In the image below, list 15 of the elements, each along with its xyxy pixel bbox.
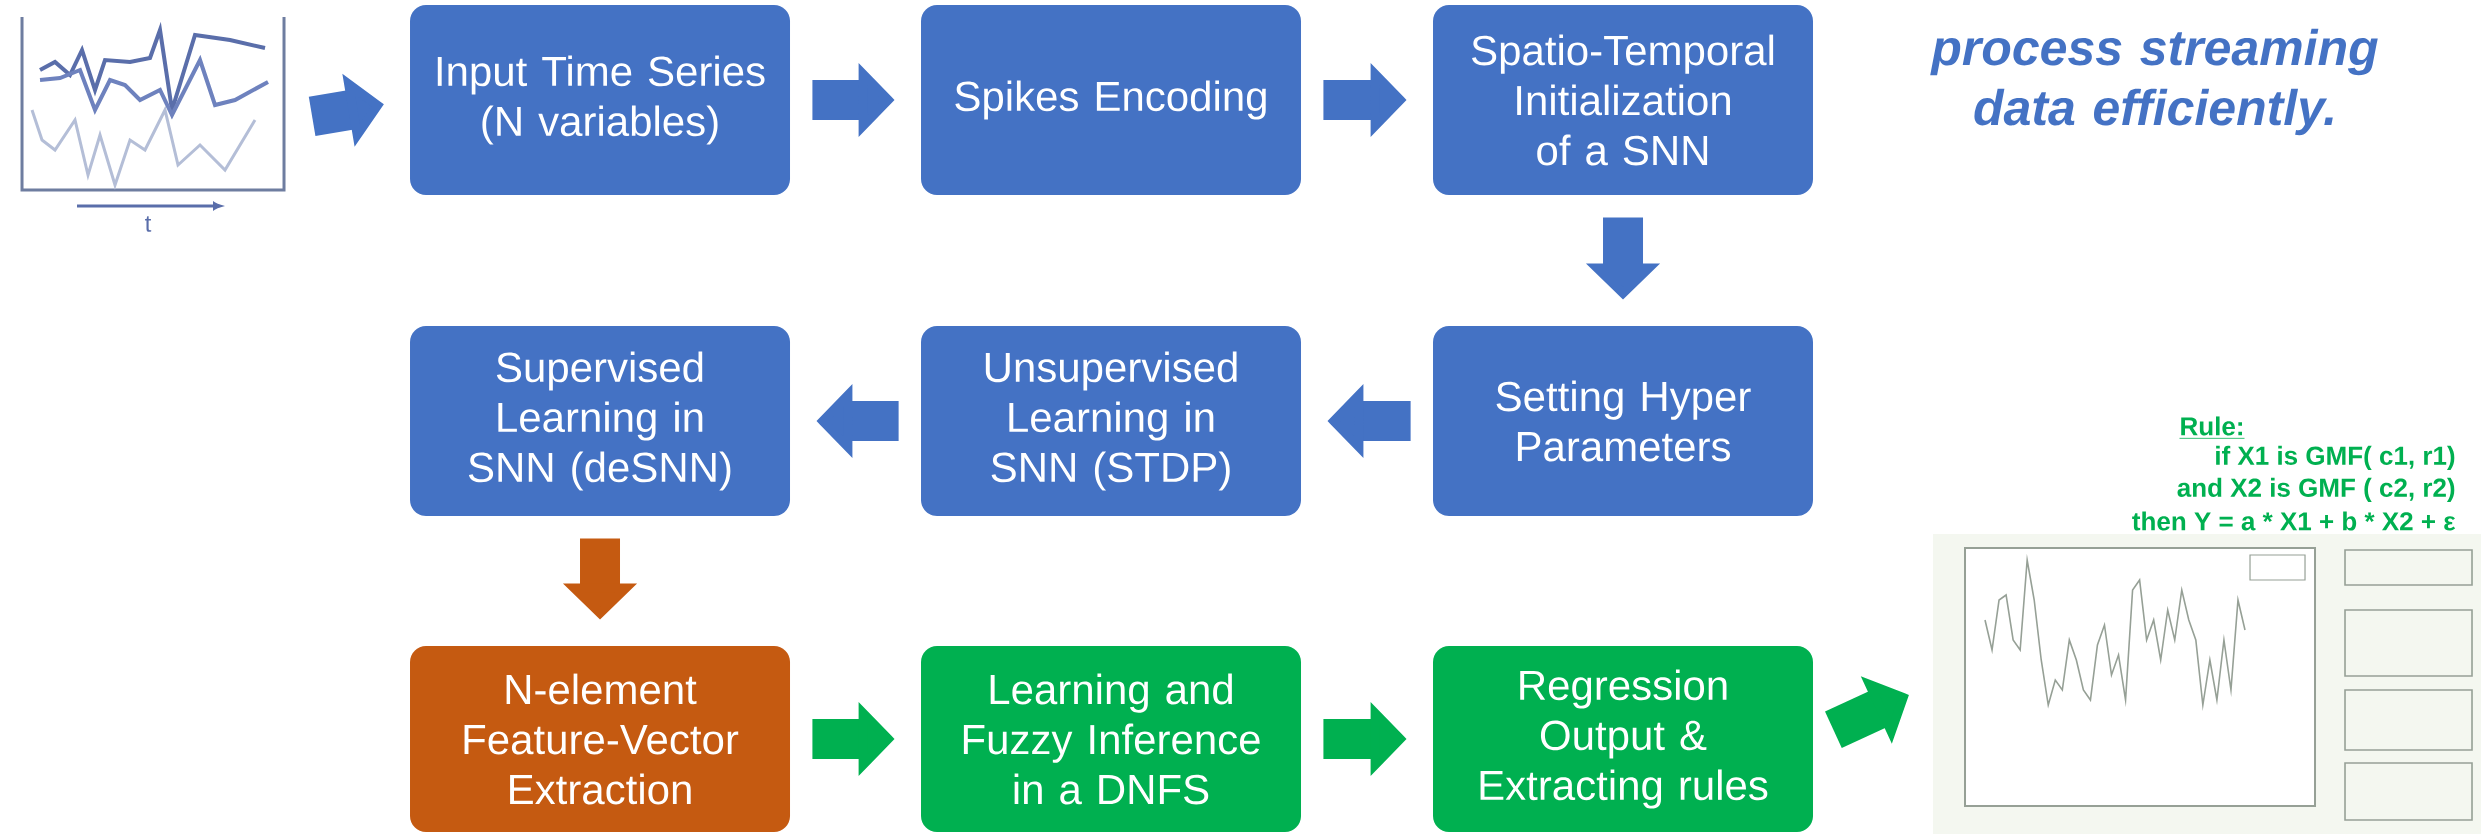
process-box: Setting Hyper Parameters [1433,326,1813,516]
time-series-drawing [20,17,286,210]
process-box: Supervised Learning in SNN (deSNN) [410,326,790,516]
process-box: Input Time Series (N variables) [410,5,790,195]
rule-text: if X1 is GMF( c1, r1) [2216,445,2455,471]
rule-text: and X2 is GMF ( c2, r2) [2177,477,2455,503]
process-box: Regression Output & Extracting rules [1433,646,1813,832]
process-box: Spikes Encoding [921,5,1301,195]
process-box: Spatio-Temporal Initialization of a SNN [1433,5,1813,195]
chart-screenshot-drawing [1933,534,2481,834]
process-box: N-element Feature-Vector Extraction [410,646,790,832]
heading-text: process streaming data efficiently. [1930,28,2378,136]
process-box: Learning and Fuzzy Inference in a DNFS [921,646,1301,832]
process-box: Unsupervised Learning in SNN (STDP) [921,326,1301,516]
rule-heading: Rule: [2179,416,2245,439]
